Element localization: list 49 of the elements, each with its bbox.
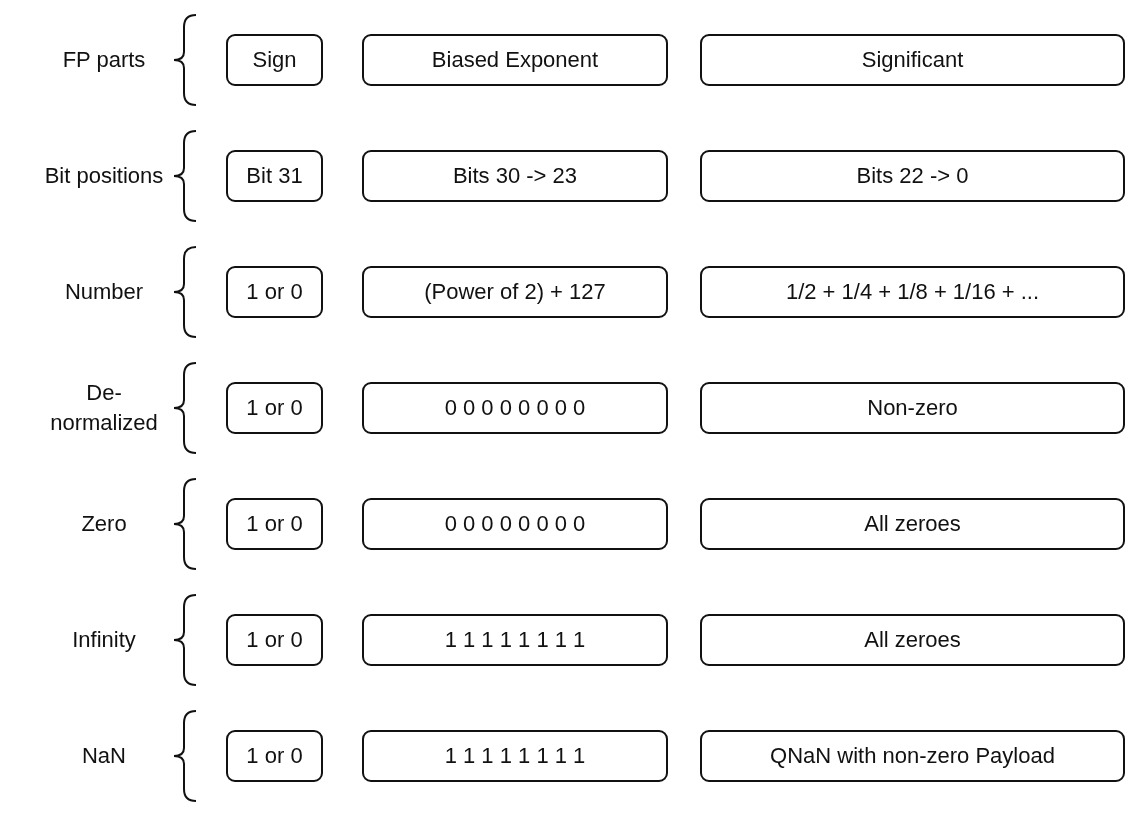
box-text: (Power of 2) + 127 — [424, 279, 606, 305]
box-text: All zeroes — [864, 511, 961, 537]
field-box — [226, 382, 323, 434]
box-text: 1 or 0 — [246, 395, 303, 421]
field-box — [362, 730, 668, 782]
box-text: 1 1 1 1 1 1 1 1 — [444, 743, 586, 769]
field-box — [226, 498, 323, 550]
row-label: Number — [63, 278, 145, 306]
box-text: 1 or 0 — [246, 627, 303, 653]
box-text: 1 or 0 — [246, 743, 303, 769]
field-box — [226, 266, 323, 318]
field-box — [700, 266, 1125, 318]
field-box — [700, 498, 1125, 550]
box-text: 0 0 0 0 0 0 0 0 — [444, 395, 586, 421]
row-label: NaN — [81, 742, 127, 770]
field-box — [226, 614, 323, 666]
field-box — [362, 266, 668, 318]
box-text: 1 or 0 — [246, 511, 303, 537]
box-text: Biased Exponent — [431, 47, 599, 73]
field-box — [700, 730, 1125, 782]
box-text: 1 or 0 — [246, 279, 303, 305]
field-box — [362, 34, 668, 86]
row-label: Bit positions — [43, 162, 165, 190]
box-text: 1 1 1 1 1 1 1 1 — [444, 627, 586, 653]
box-text: Bits 30 -> 23 — [452, 163, 578, 189]
box-text: Bit 31 — [246, 163, 303, 189]
box-text: Sign — [252, 47, 297, 73]
field-box — [362, 382, 668, 434]
field-box — [226, 34, 323, 86]
field-box — [700, 382, 1125, 434]
field-box — [700, 150, 1125, 202]
row-label: Infinity — [71, 626, 137, 654]
box-text: All zeroes — [864, 627, 961, 653]
box-text: 1/2 + 1/4 + 1/8 + 1/16 + ... — [785, 279, 1040, 305]
box-text: Bits 22 -> 0 — [856, 163, 969, 189]
field-box — [700, 34, 1125, 86]
row-label: Zero — [80, 510, 128, 538]
box-text: 0 0 0 0 0 0 0 0 — [444, 511, 586, 537]
field-box — [362, 150, 668, 202]
field-box — [226, 730, 323, 782]
field-box — [700, 614, 1125, 666]
row-label: De- normalized — [49, 379, 159, 437]
field-box — [362, 498, 668, 550]
field-box — [362, 614, 668, 666]
box-text: Significant — [861, 47, 964, 73]
field-box — [226, 150, 323, 202]
box-text: Non-zero — [867, 395, 958, 421]
box-text: QNaN with non-zero Payload — [770, 743, 1055, 769]
row-label: FP parts — [61, 46, 147, 74]
